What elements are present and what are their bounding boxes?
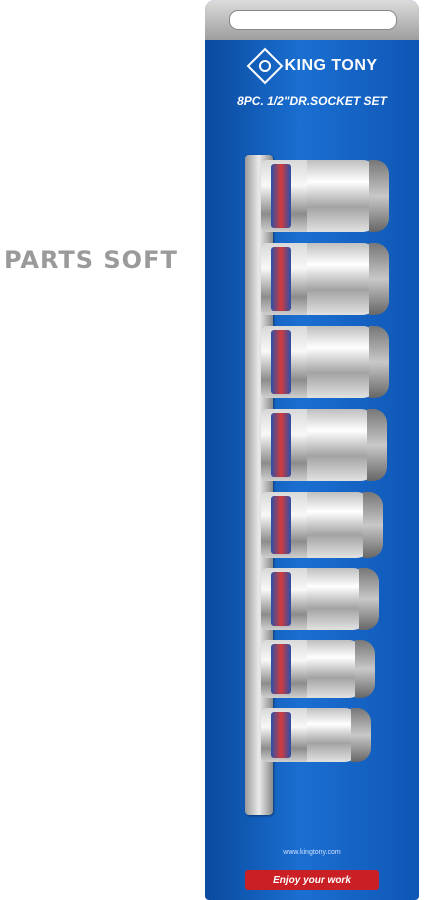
socket-1: [261, 160, 389, 232]
socket-2: [261, 243, 389, 315]
tagline-text: Enjoy your work: [273, 874, 351, 886]
socket-4: [261, 409, 387, 481]
brand-name: KING TONY: [284, 57, 378, 74]
product-card: KING TONY 8PC. 1/2"DR.SOCKET SET www.kin…: [205, 0, 419, 900]
brand-logo: KING TONY: [235, 47, 395, 85]
tagline-bar: Enjoy your work: [245, 870, 379, 890]
hanger-top: [205, 0, 419, 40]
brand-mark-icon: [247, 47, 284, 85]
socket-6: [261, 568, 379, 630]
socket-3: [261, 326, 389, 398]
socket-8: [261, 708, 371, 762]
product-title: 8PC. 1/2"DR.SOCKET SET: [237, 94, 387, 108]
socket-7: [261, 640, 375, 698]
watermark-text: PARTS SOFT: [4, 246, 178, 274]
website-url: www.kingtony.com: [283, 849, 341, 856]
socket-5: [261, 492, 383, 558]
hanger-hole: [229, 10, 397, 30]
